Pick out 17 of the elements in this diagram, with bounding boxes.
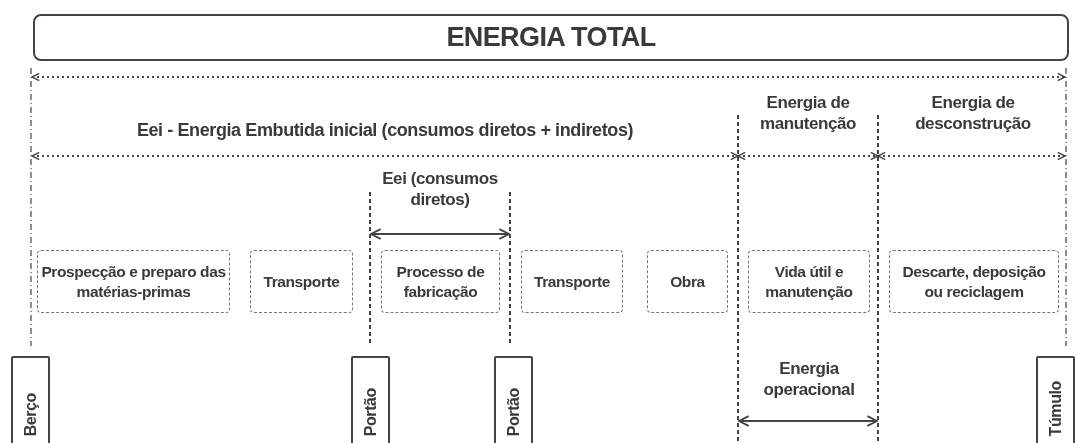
dimension-label: Energia operacional bbox=[762, 358, 856, 400]
milestone-tag: Portão bbox=[351, 356, 390, 443]
process-box: Prospecção e preparo das matérias-primas bbox=[37, 250, 230, 313]
milestone-tag: Portão bbox=[494, 356, 533, 443]
process-box: Transporte bbox=[250, 250, 353, 313]
process-box: Descarte, deposição ou reciclagem bbox=[889, 250, 1059, 313]
process-box: Obra bbox=[647, 250, 728, 313]
milestone-tag: Túmulo bbox=[1036, 356, 1075, 443]
dimension-label: Energia de manutenção bbox=[758, 92, 858, 134]
process-box: Processo de fabricação bbox=[381, 250, 500, 313]
dimension-label: Eei - Energia Embutida inicial (consumos diretos + indiretos) bbox=[135, 120, 635, 141]
dimension-label: Eei (consumos diretos) bbox=[381, 168, 499, 210]
dimension-label: Energia de desconstrução bbox=[914, 92, 1032, 134]
title-box: ENERGIA TOTAL bbox=[33, 14, 1069, 61]
process-box: Vida útil e manutenção bbox=[748, 250, 870, 313]
milestone-tag: Berço bbox=[11, 356, 50, 443]
process-box: Transporte bbox=[521, 250, 623, 313]
